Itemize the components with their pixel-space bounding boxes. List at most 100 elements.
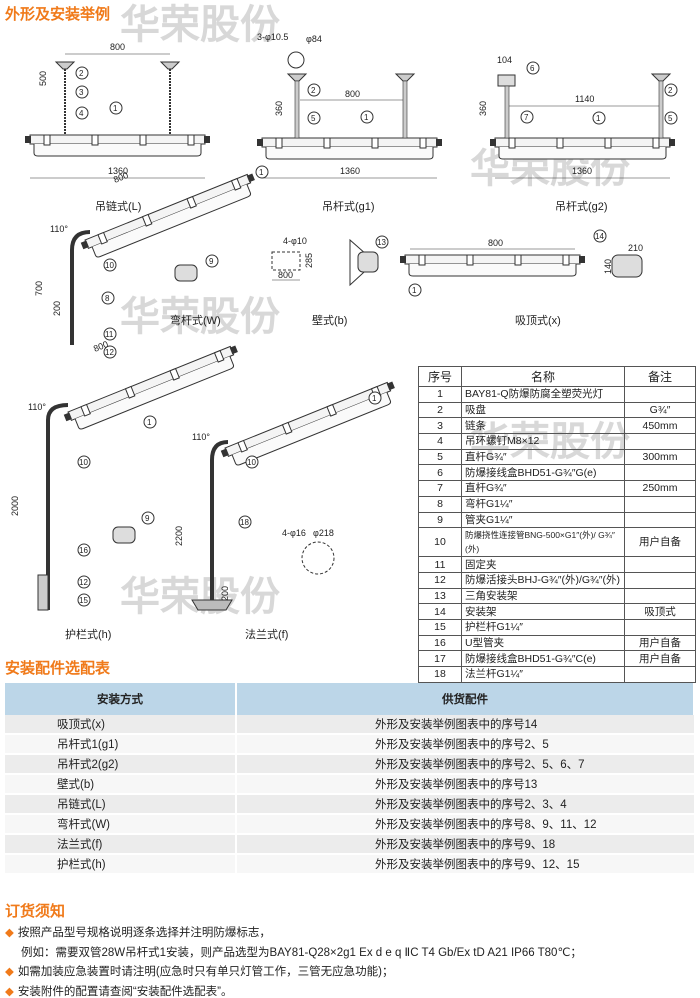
part-name: BAY81-Q防爆防腐全塑荧光灯 <box>461 386 625 403</box>
part-name: 管夹G1¼″ <box>461 511 625 529</box>
note-example: 例如：需要双管28W吊杆式1安装，则产品选型为BAY81-Q28×2g1 Ex … <box>21 946 582 959</box>
svg-text:700: 700 <box>34 281 44 296</box>
part-name: 固定夹 <box>461 556 625 573</box>
part-note: G¾″ <box>624 401 696 419</box>
part-note: 用户自备 <box>624 650 696 667</box>
part-note: 用户自备 <box>624 527 696 558</box>
install-method: 吊杆式2(g2) <box>5 754 237 775</box>
part-number: 6 <box>418 464 462 482</box>
svg-text:13: 13 <box>377 238 386 247</box>
svg-text:360: 360 <box>478 101 488 116</box>
drawing-pendant-rod-2: 104 1140 360 1360 吊杆式(g2) 1 2 5 6 7 <box>478 55 678 213</box>
svg-text:2200: 2200 <box>174 526 184 546</box>
svg-text:5: 5 <box>311 114 316 123</box>
part-number: 14 <box>418 603 462 620</box>
section-title-ordering: 订货须知 <box>5 903 66 920</box>
selection-row: 弯杆式(W)外形及安装举例图表中的序号8、9、11、12 <box>5 814 694 835</box>
svg-text:护栏式(h): 护栏式(h) <box>65 627 111 641</box>
part-note <box>624 433 696 450</box>
svg-text:法兰式(f): 法兰式(f) <box>245 627 288 641</box>
svg-text:2000: 2000 <box>10 496 20 516</box>
part-number: 17 <box>418 650 462 667</box>
svg-text:弯杆式(W): 弯杆式(W) <box>170 313 221 327</box>
part-number: 13 <box>418 587 462 605</box>
install-method: 吸顶式(x) <box>5 715 237 735</box>
svg-text:1: 1 <box>372 394 377 403</box>
svg-text:1: 1 <box>113 104 118 113</box>
svg-text:壁式(b): 壁式(b) <box>312 313 347 327</box>
selection-row: 护栏式(h)外形及安装举例图表中的序号9、12、15 <box>5 854 694 875</box>
diamond-bullet-icon: ◆ <box>5 966 14 978</box>
svg-text:φ84: φ84 <box>306 34 322 44</box>
supplied-parts: 外形及安装举例图表中的序号13 <box>236 774 694 795</box>
svg-text:16: 16 <box>79 546 88 555</box>
svg-text:吊杆式(g2): 吊杆式(g2) <box>555 199 608 213</box>
part-note: 300mm <box>624 448 696 466</box>
part-number: 12 <box>418 571 462 589</box>
part-name: 护栏杆G1¼″ <box>461 618 625 636</box>
drawing-wall-mount: 4-φ10 800 285 13 壁式(b) <box>271 235 389 327</box>
part-number: 3 <box>418 417 462 435</box>
part-note: 450mm <box>624 417 696 435</box>
sel-header-parts: 供货配件 <box>236 683 695 715</box>
svg-text:1360: 1360 <box>572 166 592 176</box>
part-note <box>624 556 696 573</box>
selection-row: 吊杆式2(g2)外形及安装举例图表中的序号2、5、6、7 <box>5 754 694 775</box>
supplied-parts: 外形及安装举例图表中的序号8、9、11、12 <box>236 814 694 835</box>
svg-text:12: 12 <box>105 348 114 357</box>
supplied-parts: 外形及安装举例图表中的序号2、3、4 <box>236 794 694 815</box>
svg-text:1: 1 <box>364 113 369 122</box>
svg-text:φ218: φ218 <box>313 528 334 538</box>
part-number: 15 <box>418 618 462 636</box>
diamond-bullet-icon: ◆ <box>5 927 14 939</box>
svg-text:11: 11 <box>105 330 114 339</box>
supplied-parts: 外形及安装举例图表中的序号14 <box>236 715 694 735</box>
install-method: 壁式(b) <box>5 774 237 795</box>
part-name: 防爆接线盒BHD51-G¾″G(e) <box>461 464 625 482</box>
part-note <box>624 618 696 636</box>
part-note: 吸顶式 <box>624 603 696 620</box>
svg-text:1360: 1360 <box>340 166 360 176</box>
svg-text:吊链式(L): 吊链式(L) <box>95 199 141 213</box>
supplied-parts: 外形及安装举例图表中的序号2、5、6、7 <box>236 754 694 775</box>
parts-header-note: 备注 <box>624 366 696 387</box>
svg-text:1: 1 <box>147 418 152 427</box>
part-note: 250mm <box>624 480 696 497</box>
part-name: 安装架 <box>461 603 625 620</box>
svg-text:800: 800 <box>110 42 125 52</box>
svg-text:华荣股份: 华荣股份 <box>120 575 280 619</box>
note-item: ◆如需加装应急装置时请注明(应急时只有单只灯管工作，三管无应急功能)； <box>5 966 394 978</box>
svg-text:200: 200 <box>52 301 62 316</box>
part-number: 5 <box>418 448 462 466</box>
svg-text:285: 285 <box>304 253 314 268</box>
svg-text:200: 200 <box>220 586 230 601</box>
svg-text:1: 1 <box>259 168 264 177</box>
svg-text:5: 5 <box>668 114 673 123</box>
section-title-accessories: 安装配件选配表 <box>5 660 111 677</box>
part-name: 吸盘 <box>461 401 625 419</box>
part-note: 用户自备 <box>624 634 696 652</box>
svg-text:110°: 110° <box>50 224 68 234</box>
svg-text:15: 15 <box>79 596 88 605</box>
part-name: 防爆活接头BHJ-G¾″(外)/G¾″(外) <box>461 571 625 589</box>
svg-text:14: 14 <box>595 232 604 241</box>
drawing-guardrail: 800 110° 2000 1 9 10 12 15 16 护栏式(h) <box>10 339 244 641</box>
install-method: 弯杆式(W) <box>5 814 237 835</box>
part-name: 弯杆G1¼″ <box>461 495 625 513</box>
